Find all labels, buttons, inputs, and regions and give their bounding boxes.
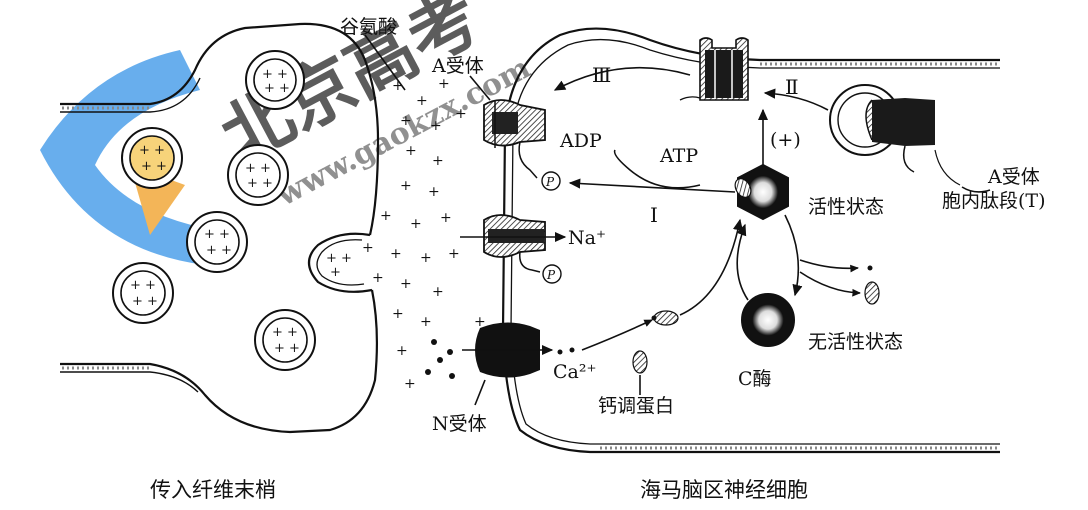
vesicle: + ++ + — [112, 262, 174, 324]
svg-text:+: + — [362, 240, 374, 256]
phosphate-group: P — [542, 264, 562, 284]
svg-text:+: + — [455, 106, 467, 122]
calcium-ions-inside — [557, 347, 575, 355]
pathway-arrows — [364, 34, 991, 406]
pathway-i-label: Ⅰ — [650, 203, 658, 227]
pathway-iii-label: Ⅲ — [592, 63, 611, 87]
svg-text:+ +: + + — [274, 341, 300, 356]
a-receptor-top — [483, 99, 546, 179]
svg-text:+: + — [392, 306, 404, 322]
svg-text:+: + — [416, 93, 428, 109]
svg-text:+ +: + + — [262, 67, 288, 82]
presynaptic-terminal: + ++ + + ++ + + ++ + + ++ + + ++ + + ++ … — [60, 22, 380, 434]
svg-text:+: + — [430, 118, 442, 134]
hippocampal-neuron-caption: 海马脑区神经细胞 — [640, 478, 808, 502]
a-receptor-top-label: A受体 — [431, 55, 484, 77]
svg-text:+: + — [390, 246, 402, 262]
svg-text:+: + — [392, 78, 404, 94]
afferent-terminal-caption: 传入纤维末梢 — [150, 478, 276, 502]
n-receptor-label: N受体 — [432, 413, 487, 435]
svg-text:P: P — [545, 175, 555, 189]
svg-text:+: + — [420, 250, 432, 266]
glutamate-label: 谷氨酸 — [340, 16, 397, 38]
phosphate-group: P — [541, 171, 561, 191]
svg-text:+: + — [428, 184, 440, 200]
vesicle: + ++ + — [186, 211, 248, 273]
c-enzyme-active — [734, 163, 789, 221]
calmodulin-label: 钙调蛋白 — [598, 395, 674, 417]
svg-text:+: + — [420, 314, 432, 330]
plus-sign-label: (+) — [770, 129, 801, 151]
c-enzyme-inactive — [741, 293, 795, 347]
svg-text:+ +: + + — [272, 325, 298, 340]
svg-text:+ +: + + — [130, 278, 156, 293]
svg-text:+: + — [438, 76, 450, 92]
a-receptor-vesicle — [829, 84, 961, 186]
svg-text:+ +: + + — [264, 81, 290, 96]
active-state-label: 活性状态 — [808, 196, 884, 218]
a-receptor-right-label: A受体 — [987, 166, 1040, 188]
svg-text:+: + — [432, 284, 444, 300]
svg-text:+: + — [380, 208, 392, 224]
vesicle: + ++ + — [227, 144, 289, 206]
svg-text:+ +: + + — [204, 227, 230, 242]
svg-text:P: P — [546, 268, 556, 282]
calcium-ions-outside — [425, 339, 455, 379]
svg-text:+ +: + + — [326, 251, 352, 266]
svg-text:+: + — [400, 178, 412, 194]
svg-text:+ +: + + — [245, 161, 271, 176]
vesicle: + ++ + — [245, 50, 305, 110]
svg-text:+ +: + + — [206, 243, 232, 258]
postsynaptic-neuron — [501, 27, 1000, 454]
vesicle-highlighted: + ++ + — [121, 127, 183, 189]
calmodulin-bound — [651, 310, 679, 326]
a-receptor-inserted — [679, 37, 749, 101]
calmodulin-free — [864, 265, 880, 305]
intracellular-peptide-label: 胞内肽段(T) — [942, 190, 1046, 212]
watermark: 北京高考 www.gaokzx.com — [40, 0, 537, 265]
svg-text:+: + — [440, 210, 452, 226]
vesicle: + ++ + — [254, 309, 316, 371]
a-receptor-na-channel — [460, 214, 567, 273]
svg-text:+: + — [330, 265, 341, 280]
svg-text:+ +: + + — [141, 159, 167, 174]
svg-text:+: + — [448, 246, 460, 262]
sodium-label: Na⁺ — [568, 227, 606, 249]
calcium-label: Ca²⁺ — [553, 361, 597, 383]
svg-text:+ +: + + — [247, 176, 273, 191]
calmodulin — [632, 350, 648, 374]
svg-text:+: + — [400, 276, 412, 292]
svg-text:+: + — [372, 270, 384, 286]
svg-text:+: + — [432, 153, 444, 169]
svg-text:+ +: + + — [139, 143, 165, 158]
svg-text:+: + — [396, 343, 408, 359]
svg-text:+: + — [474, 314, 486, 330]
enzyme-c-label: C酶 — [738, 368, 772, 390]
svg-text:+: + — [400, 113, 412, 129]
svg-text:+: + — [405, 143, 417, 159]
n-receptor — [462, 322, 554, 378]
pathway-ii-label: Ⅱ — [785, 75, 799, 99]
svg-text:+ +: + + — [132, 294, 158, 309]
synaptic-cleft-glutamate: +++ +++ ++ ++ +++ ++++ +++ ++ ++ + — [362, 76, 486, 392]
svg-text:+: + — [410, 216, 422, 232]
inactive-state-label: 无活性状态 — [808, 331, 903, 353]
atp-label: ATP — [659, 145, 698, 167]
adp-label: ADP — [559, 130, 602, 152]
svg-text:+: + — [404, 376, 416, 392]
